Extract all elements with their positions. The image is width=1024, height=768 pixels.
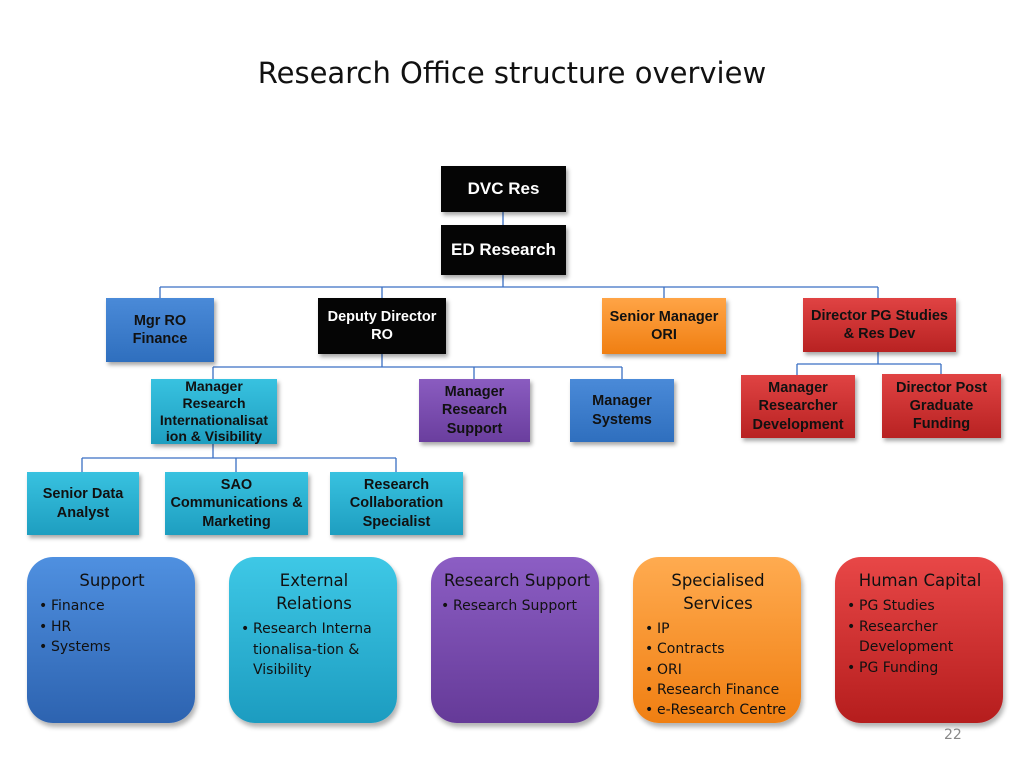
page-number: 22 <box>944 727 962 743</box>
list-item: Contracts <box>645 639 791 660</box>
node-manager-research-support: Manager Research Support <box>419 379 530 442</box>
node-dvc-res: DVC Res <box>441 166 566 212</box>
node-manager-research-intl: Manager Research Internationalisat ion &… <box>151 378 277 444</box>
panel-title: Support <box>79 571 145 590</box>
panel-list: Research Support <box>441 596 593 617</box>
node-sao-comms: SAO Communications & Marketing <box>165 472 308 535</box>
list-item: PG Funding <box>847 658 979 679</box>
node-senior-data-analyst: Senior Data Analyst <box>27 472 139 535</box>
list-item: Finance <box>39 596 185 617</box>
panel-title: Human Capital <box>858 571 982 590</box>
panel-title: Research Support <box>443 571 591 590</box>
panel-title: Specialised Services <box>671 571 765 614</box>
node-manager-systems: Manager Systems <box>570 379 674 442</box>
panel-specialised-services: Specialised Services IP Contracts ORI Re… <box>633 557 801 723</box>
panel-list: IP Contracts ORI Research Finance e-Rese… <box>645 619 791 721</box>
node-director-pg-funding: Director Post Graduate Funding <box>882 374 1001 438</box>
panel-list: Finance HR Systems <box>39 596 185 658</box>
panel-external-relations: External Relations Research Internationa… <box>229 557 397 723</box>
node-senior-manager-ori: Senior Manager ORI <box>602 298 726 354</box>
node-mgr-ro-finance: Mgr RO Finance <box>106 298 214 362</box>
list-item: Researcher Development <box>847 617 979 658</box>
list-item: ORI <box>645 660 791 681</box>
node-director-pg: Director PG Studies & Res Dev <box>803 298 956 352</box>
panel-list: PG Studies Researcher Development PG Fun… <box>847 596 993 678</box>
list-item: PG Studies <box>847 596 979 617</box>
list-item: Research Finance <box>645 680 791 701</box>
node-manager-researcher-dev: Manager Researcher Development <box>741 375 855 438</box>
panel-support: Support Finance HR Systems <box>27 557 195 723</box>
node-research-collab: Research Collaboration Specialist <box>330 472 463 535</box>
node-ed-research: ED Research <box>441 225 566 275</box>
panel-research-support: Research Support Research Support <box>431 557 599 723</box>
list-item: Research Internationalisa-tion & Visibil… <box>241 619 387 681</box>
list-item: Research Support <box>441 596 593 617</box>
list-item: HR <box>39 617 185 638</box>
page-title: Research Office structure overview <box>257 56 767 90</box>
panel-human-capital: Human Capital PG Studies Researcher Deve… <box>835 557 1003 723</box>
list-item: IP <box>645 619 791 640</box>
node-deputy-director-ro: Deputy Director RO <box>318 298 446 354</box>
list-item: e-Research Centre <box>645 700 791 721</box>
panel-list: Research Internationalisa-tion & Visibil… <box>241 619 387 681</box>
list-item: Systems <box>39 637 185 658</box>
panel-title: External Relations <box>276 571 352 614</box>
